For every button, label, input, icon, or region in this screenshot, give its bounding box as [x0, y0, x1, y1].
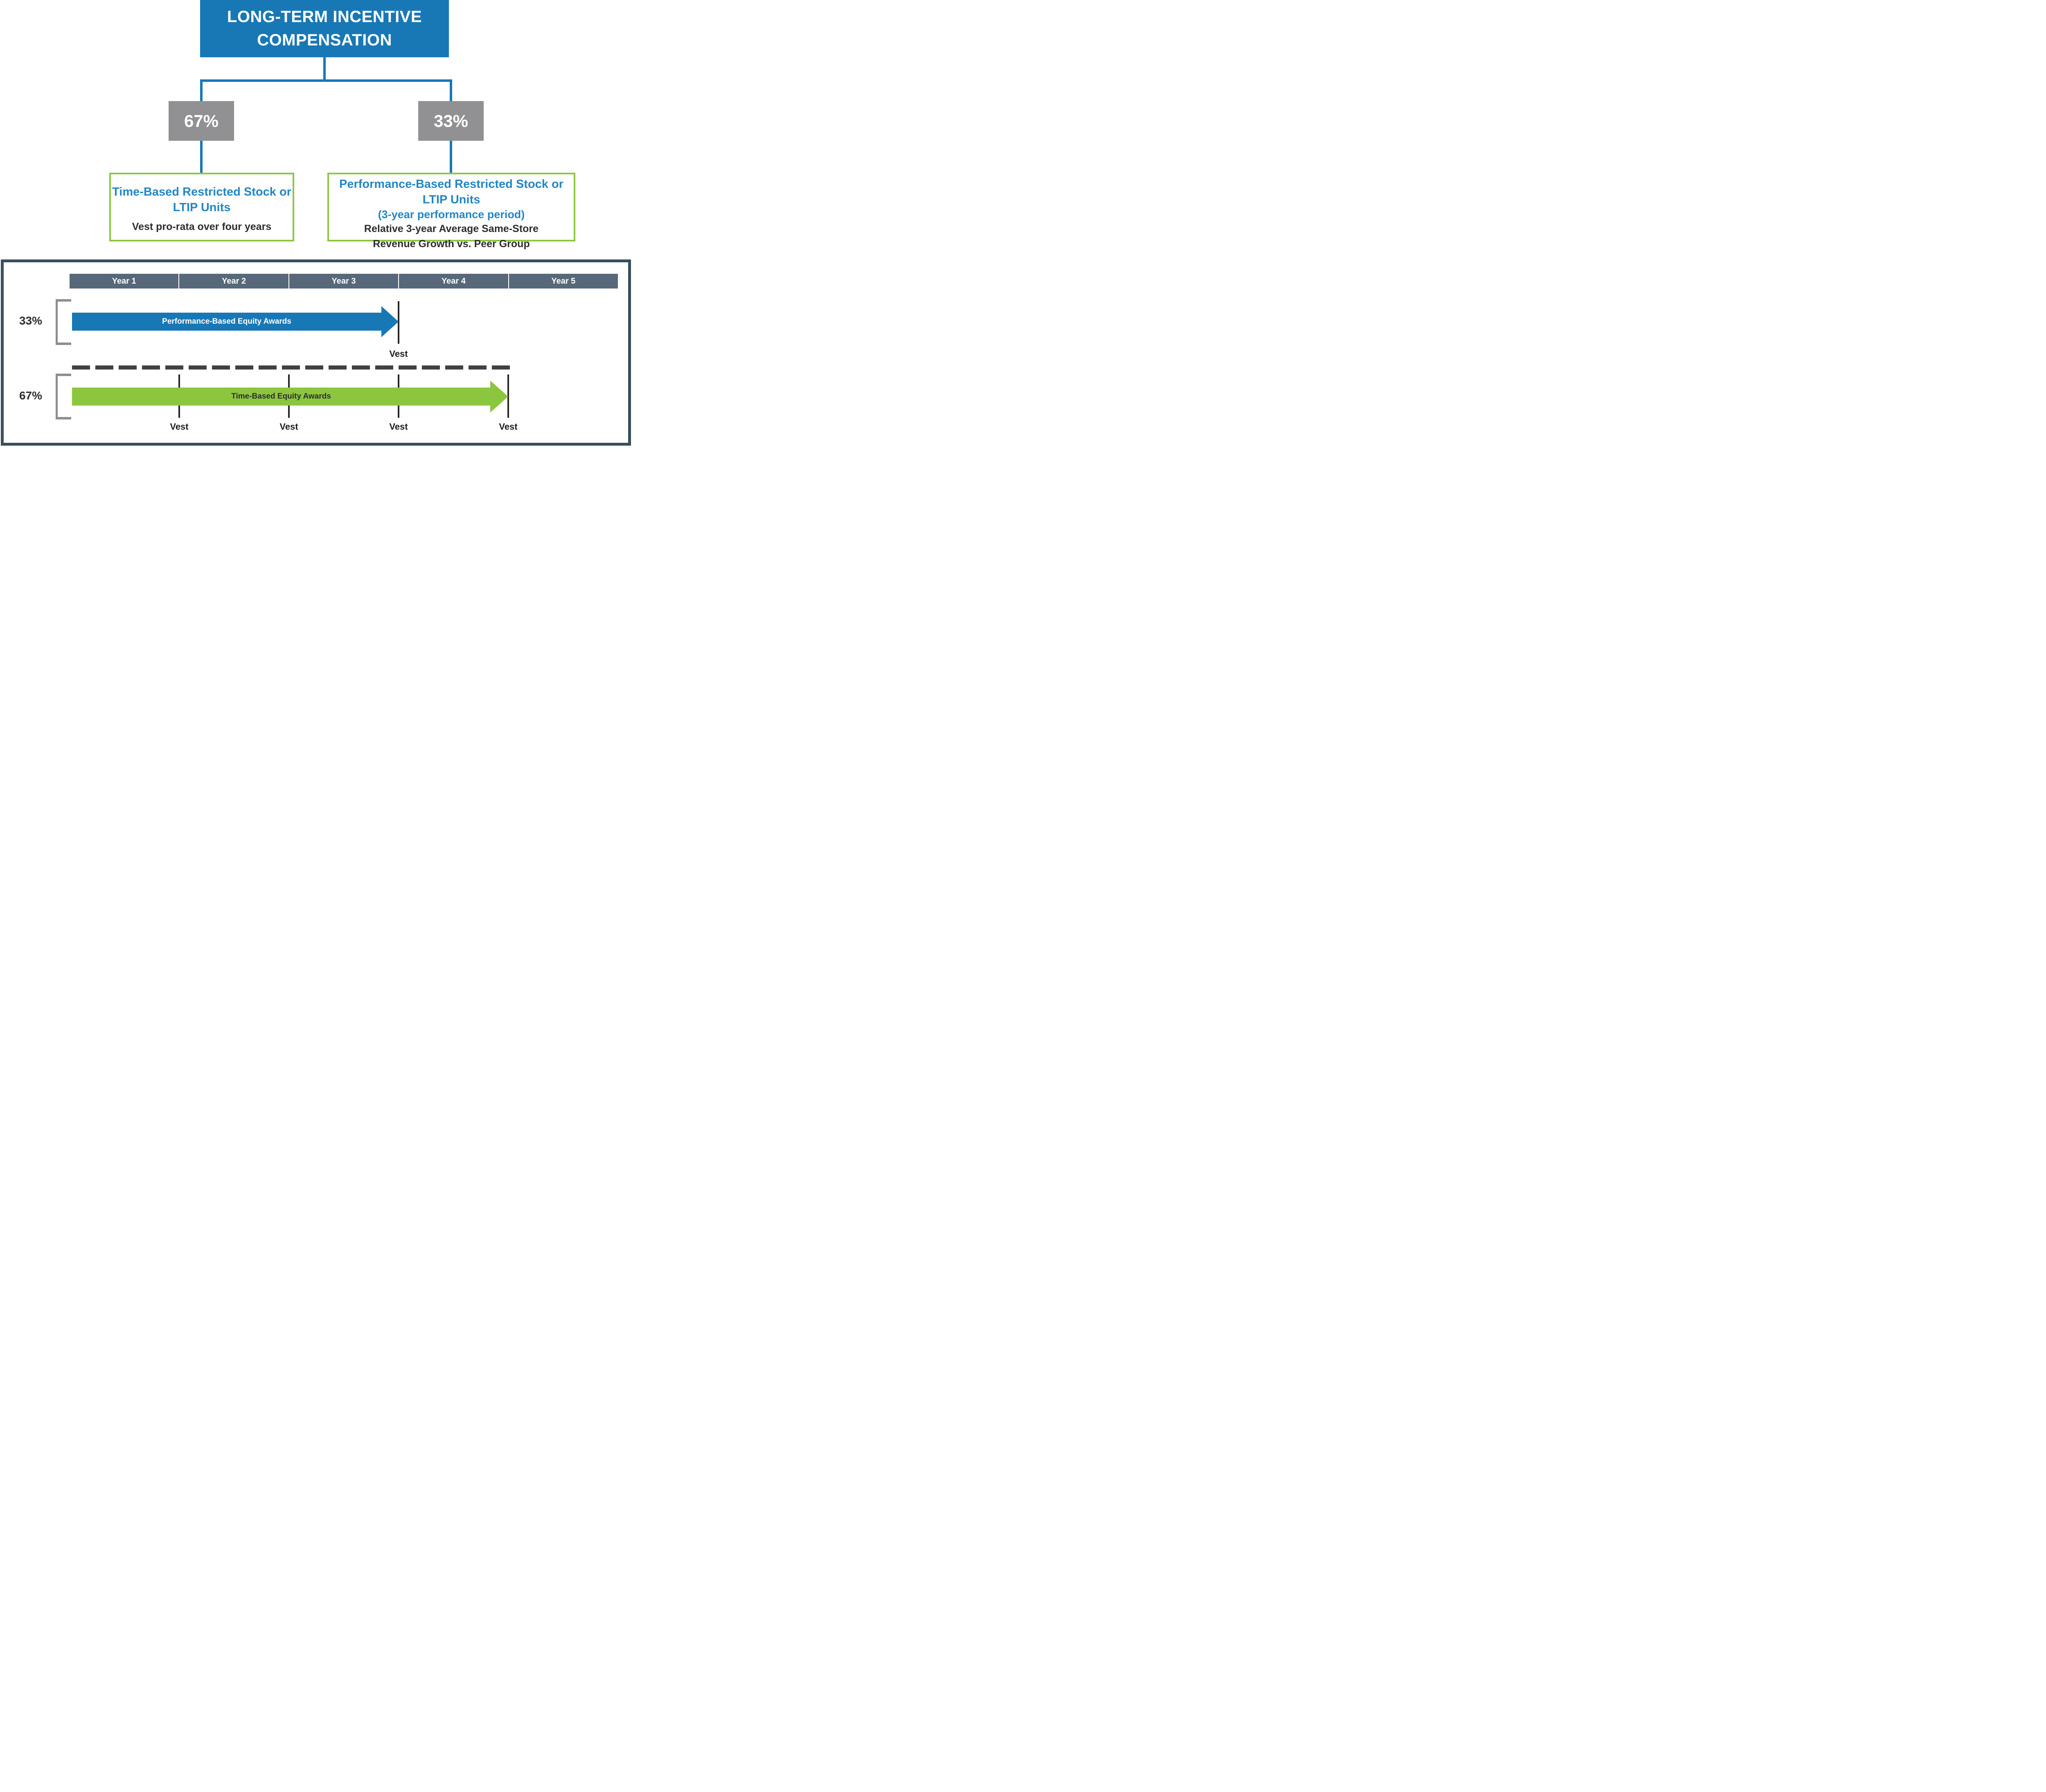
root-title-box: LONG-TERM INCENTIVE COMPENSATION [200, 0, 449, 57]
performance-heading-line-2: LTIP Units [422, 193, 480, 206]
connector-root-stem [323, 57, 326, 79]
time-vest-marker-line-4 [507, 374, 509, 418]
root-title-line-1: LONG-TERM INCENTIVE [227, 8, 422, 26]
time-arrow: Time-Based Equity Awards [72, 388, 490, 406]
time-vest-label-4: Vest [499, 422, 518, 432]
performance-detail-line-1: Relative 3-year Average Same-Store [364, 223, 539, 234]
connector-right-drop [450, 141, 452, 173]
performance-row-bracket [56, 299, 71, 345]
performance-vest-label: Vest [389, 349, 408, 359]
time-vest-label-3: Vest [389, 422, 408, 432]
performance-detail-line-2: Revenue Growth vs. Peer Group [373, 238, 530, 250]
long-term-incentive-diagram: LONG-TERM INCENTIVE COMPENSATION 67% 33%… [0, 0, 633, 448]
year-header-bar: Year 1 Year 2 Year 3 Year 4 Year 5 [70, 274, 618, 289]
time-arrow-head [490, 381, 508, 412]
year-header-cell-1: Year 1 [70, 274, 180, 289]
year-header-cell-3: Year 3 [289, 274, 399, 289]
root-title-line-2: COMPENSATION [257, 31, 392, 49]
time-based-detail: Vest pro-rata over four years [132, 221, 272, 232]
time-row-bracket [56, 374, 71, 419]
performance-arrow-head [381, 306, 399, 337]
percent-box-67: 67% [169, 101, 234, 141]
time-row-percent: 67% [19, 389, 43, 402]
time-based-award-box: Time-Based Restricted Stock or LTIP Unit… [109, 173, 294, 241]
year-header-cell-5: Year 5 [509, 274, 618, 289]
vesting-timeline-panel [1, 259, 631, 446]
year-header-cell-4: Year 4 [399, 274, 509, 289]
time-based-heading-line-1: Time-Based Restricted Stock or [112, 185, 291, 198]
performance-arrow: Performance-Based Equity Awards [72, 313, 381, 331]
time-based-heading-line-2: LTIP Units [173, 201, 231, 214]
time-vest-label-2: Vest [279, 422, 298, 432]
percent-box-33: 33% [418, 101, 484, 141]
connector-branch-split [200, 79, 452, 101]
performance-row-percent: 33% [19, 314, 43, 327]
performance-based-award-box: Performance-Based Restricted Stock or LT… [327, 173, 575, 250]
year-header-cell-2: Year 2 [179, 274, 289, 289]
performance-subheading: (3-year performance period) [378, 208, 525, 221]
performance-vest-marker-line [398, 301, 399, 344]
time-vest-label-1: Vest [170, 422, 189, 432]
performance-heading-line-1: Performance-Based Restricted Stock or [339, 178, 563, 191]
connector-left-drop [200, 141, 203, 173]
row-divider-dashed-line [72, 365, 512, 370]
